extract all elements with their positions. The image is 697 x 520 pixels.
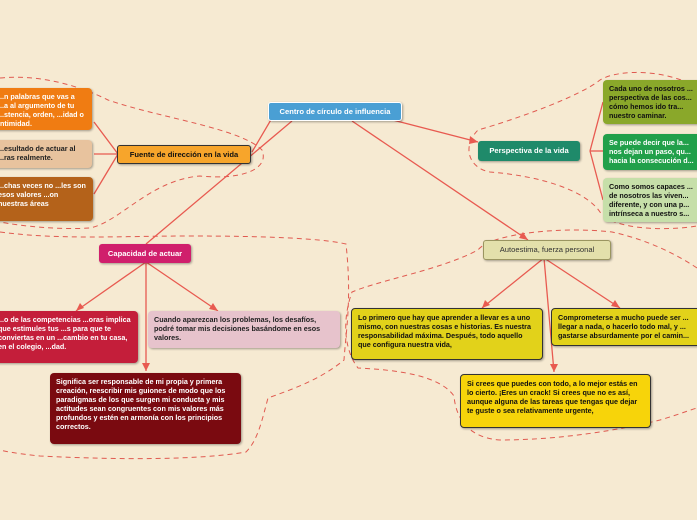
perspectiva-child-1[interactable]: Cada uno de nosotros ... perspectiva de … (603, 80, 697, 124)
perspectiva-child-2[interactable]: Se puede decir que la... nos dejan un pa… (603, 134, 697, 170)
perspectiva-child-2-text: Se puede decir que la... nos dejan un pa… (609, 138, 694, 165)
capacidad-child-1-text: ...o de las competencias ...oras implica… (0, 315, 131, 351)
autoestima-child-3[interactable]: Si crees que puedes con todo, a lo mejor… (460, 374, 651, 428)
capacidad-node-label: Capacidad de actuar (107, 248, 183, 258)
autoestima-child-1[interactable]: Lo primero que hay que aprender a llevar… (351, 308, 543, 360)
autoestima-child-3-text: Si crees que puedes con todo, a lo mejor… (467, 379, 638, 415)
fuente-child-1-text: ...n palabras que vas a ...a al argument… (0, 92, 84, 128)
group-boundary-capacidad (0, 231, 350, 460)
perspectiva-node[interactable]: Perspectiva de la vida (478, 141, 580, 161)
autoestima-node-label: Autoestima, fuerza personal (499, 245, 595, 255)
capacidad-child-3-text: Significa ser responsable de mi propia y… (56, 377, 226, 431)
center-node[interactable]: Centro de círculo de influencia (268, 102, 402, 121)
capacidad-node[interactable]: Capacidad de actuar (99, 244, 191, 263)
fuente-child-3[interactable]: ...chas veces no ...les son esos valores… (0, 177, 93, 221)
fuente-node[interactable]: Fuente de dirección en la vida (117, 145, 251, 164)
center-node-label: Centro de círculo de influencia (279, 106, 391, 116)
capacidad-child-2-text: Cuando aparezcan los problemas, los desa… (154, 315, 321, 342)
autoestima-child-2-text: Comprometerse a mucho puede ser ... lleg… (558, 313, 690, 340)
fuente-child-2-text: ...esultado de actuar al ...ras realment… (0, 144, 76, 162)
fuente-child-1[interactable]: ...n palabras que vas a ...a al argument… (0, 88, 92, 130)
group-boundary-autoestima (345, 229, 697, 441)
fuente-node-label: Fuente de dirección en la vida (129, 149, 239, 159)
perspectiva-child-3[interactable]: Como somos capaces ... de nosotros las v… (603, 178, 697, 222)
capacidad-child-2[interactable]: Cuando aparezcan los problemas, los desa… (148, 311, 340, 348)
connector-lines (75, 101, 621, 373)
group-boundary-fuente (0, 76, 264, 230)
autoestima-child-2[interactable]: Comprometerse a mucho puede ser ... lleg… (551, 308, 697, 346)
perspectiva-node-label: Perspectiva de la vida (489, 146, 569, 156)
autoestima-node[interactable]: Autoestima, fuerza personal (483, 240, 611, 260)
autoestima-child-1-text: Lo primero que hay que aprender a llevar… (358, 313, 531, 349)
capacidad-child-3[interactable]: Significa ser responsable de mi propia y… (50, 373, 241, 444)
fuente-child-3-text: ...chas veces no ...les son esos valores… (0, 181, 86, 208)
perspectiva-child-1-text: Cada uno de nosotros ... perspectiva de … (609, 84, 693, 120)
perspectiva-child-3-text: Como somos capaces ... de nosotros las v… (609, 182, 693, 218)
capacidad-child-1[interactable]: ...o de las competencias ...oras implica… (0, 311, 138, 363)
fuente-child-2[interactable]: ...esultado de actuar al ...ras realment… (0, 140, 92, 168)
